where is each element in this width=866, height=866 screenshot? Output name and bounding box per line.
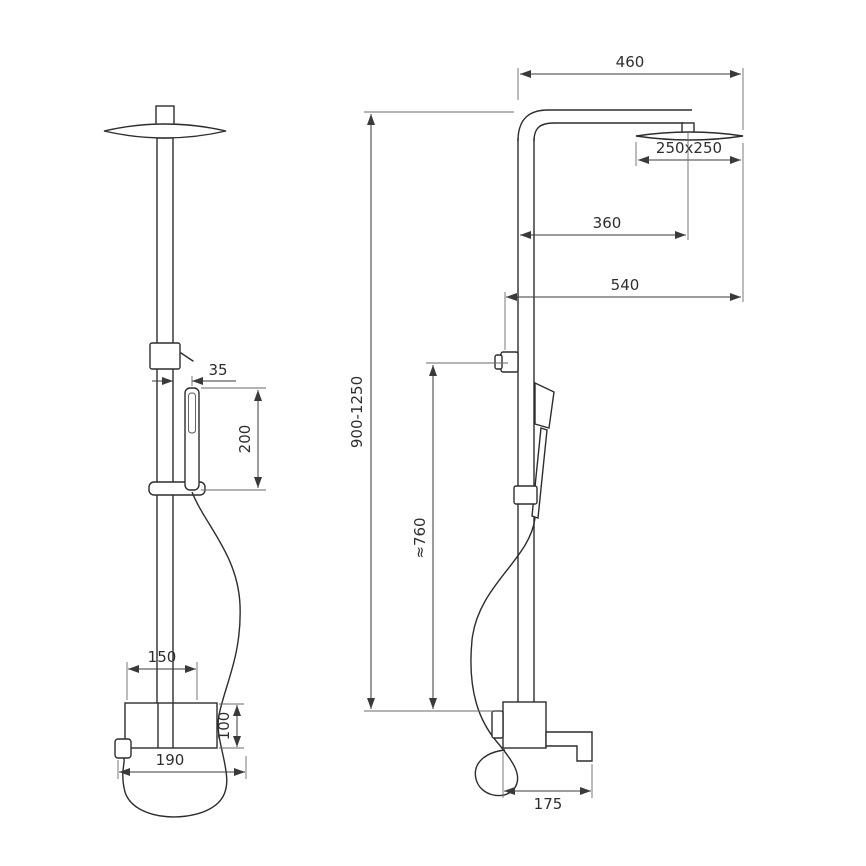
front-mixer — [114, 702, 218, 759]
front-riser-pipe — [155, 105, 175, 709]
side-mixer — [491, 701, 593, 762]
front-hand-shower — [184, 387, 200, 491]
dim-handshower-length: 200 — [201, 387, 266, 491]
dim-360-label: 360 — [593, 214, 622, 232]
dim-mixer-height: 100 — [215, 703, 244, 749]
dim-200-label: 200 — [236, 425, 254, 454]
dim-250x250-label: 250x250 — [656, 139, 722, 157]
dim-35-label: 35 — [208, 361, 227, 379]
side-hose — [470, 517, 536, 797]
front-diverter — [149, 342, 194, 370]
dim-total-reach: 540 — [504, 276, 741, 350]
dim-mixer-width-top: 150 — [126, 648, 198, 700]
dim-head-center-offset: 360 — [520, 133, 689, 240]
dim-head-size: 250x250 — [635, 139, 744, 302]
dim-760-label: ≈760 — [411, 517, 429, 558]
front-view: 35 200 150 100 190 — [103, 105, 266, 818]
dim-540-label: 540 — [611, 276, 640, 294]
dim-handshower-offset: 35 — [152, 361, 236, 386]
dim-spout-reach: 175 — [502, 752, 593, 813]
side-diverter-knob — [494, 351, 519, 373]
side-rain-head — [635, 122, 744, 141]
dim-900-1250-label: 900-1250 — [348, 376, 366, 448]
front-rain-head — [103, 123, 227, 139]
dim-175-label: 175 — [534, 795, 563, 813]
dim-460-label: 460 — [616, 53, 645, 71]
front-hose — [121, 491, 241, 818]
dim-100-label: 100 — [215, 712, 233, 741]
side-view: 460 250x250 360 540 900-1250 — [348, 53, 744, 813]
dim-hose-height: ≈760 — [411, 362, 508, 709]
dim-column-height: 900-1250 — [348, 111, 514, 712]
dim-190-label: 190 — [156, 751, 185, 769]
dim-arm-width: 460 — [517, 53, 744, 130]
dim-mixer-width-bottom: 190 — [117, 751, 247, 779]
side-slider-bracket — [513, 485, 538, 505]
side-riser-pipe — [517, 109, 692, 703]
dim-150-label: 150 — [148, 648, 177, 666]
